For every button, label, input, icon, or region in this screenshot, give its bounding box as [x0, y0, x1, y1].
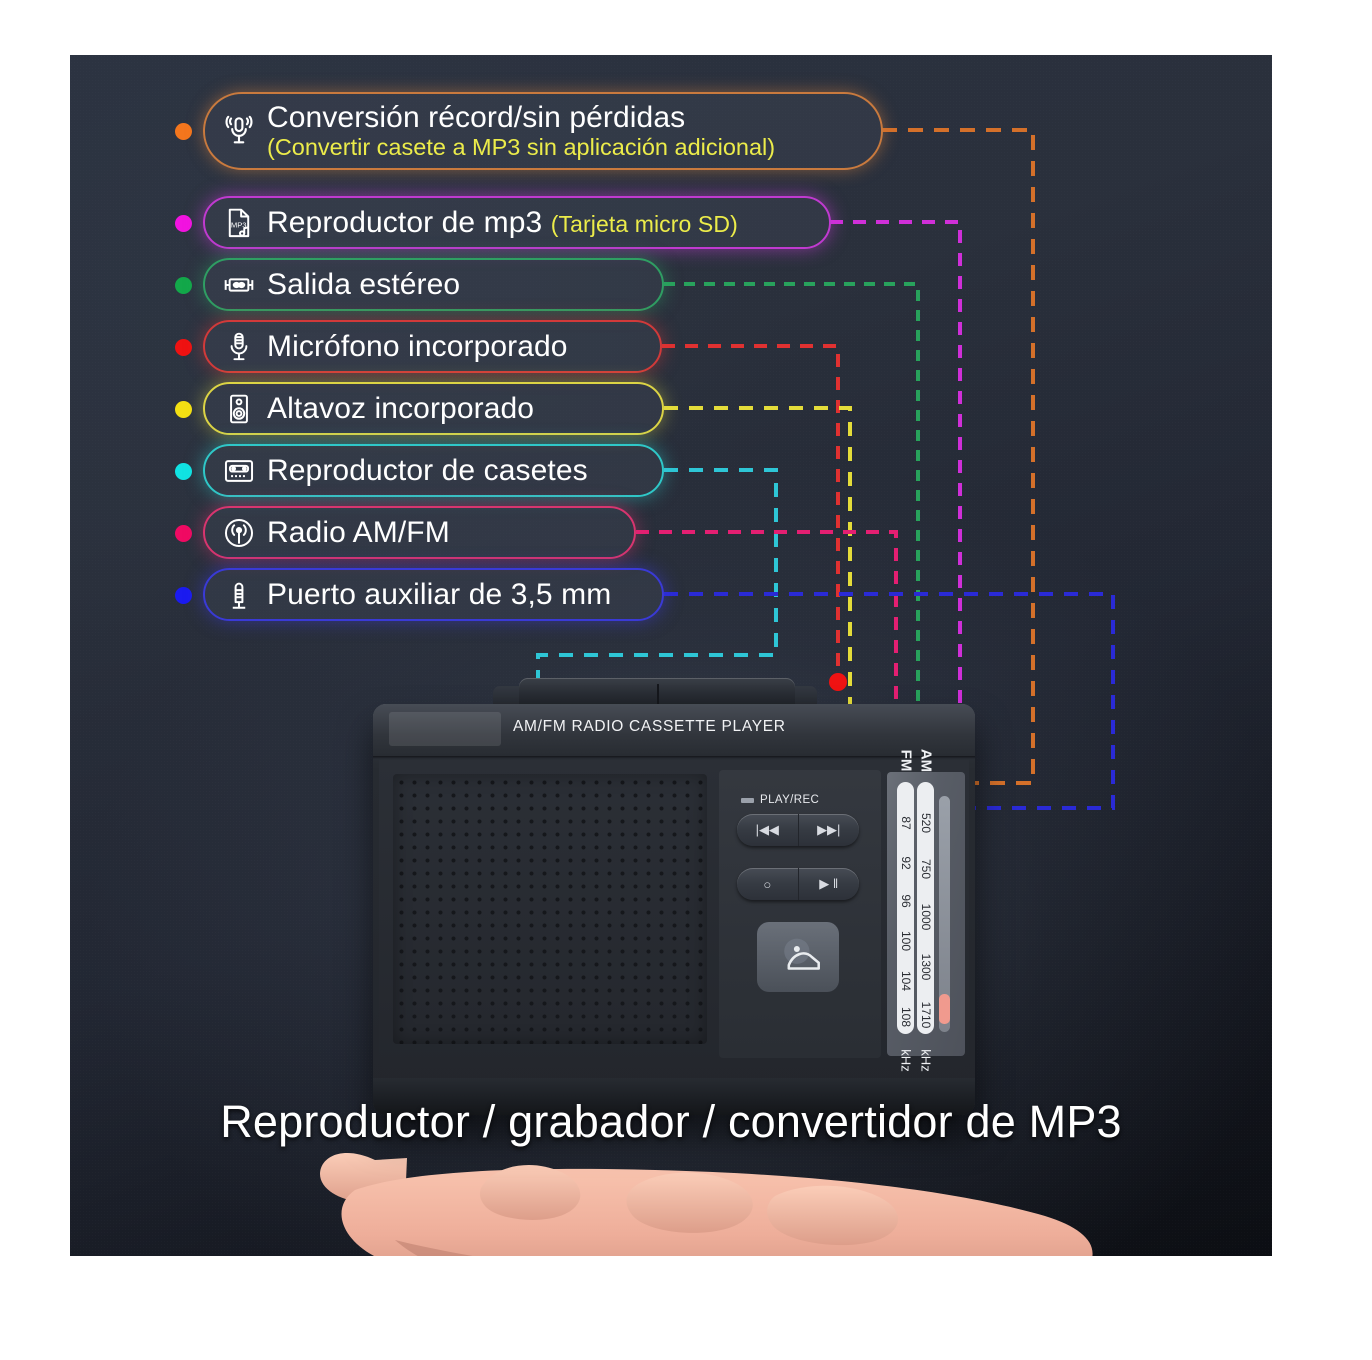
- fm-tick: 100: [898, 930, 913, 952]
- fm-scale: FM 87 92 96 100 104 108 kHz: [897, 750, 914, 1072]
- audio-plug-icon: [219, 575, 259, 615]
- feature-speaker[interactable]: Altavoz incorporado: [203, 382, 664, 435]
- skip-button-pair[interactable]: |◀◀ ▶▶|: [737, 814, 859, 846]
- fm-tick: 87: [898, 816, 913, 830]
- am-unit: kHz: [918, 1049, 933, 1072]
- speaker-icon: [219, 389, 259, 429]
- microphone-broadcast-icon: [219, 111, 259, 151]
- page-caption: Reproductor / grabador / convertidor de …: [220, 1096, 1122, 1147]
- cassette-player-device: AM/FM RADIO CASSETTE PLAYER PLAY/REC |◀◀…: [373, 678, 975, 1115]
- am-tick: 1300: [918, 953, 933, 981]
- am-tick: 750: [918, 858, 933, 880]
- am-tick: 1710: [918, 1001, 933, 1029]
- fm-unit: kHz: [898, 1049, 913, 1072]
- fm-tick: 96: [898, 894, 913, 908]
- am-tick: 1000: [918, 903, 933, 931]
- tuning-needle-track: [939, 796, 950, 1032]
- bullet-dot-conversion: [175, 123, 192, 140]
- am-label: AM: [917, 748, 934, 773]
- playrec-indicator: PLAY/REC: [741, 794, 819, 806]
- cassette-icon: [219, 451, 259, 491]
- playrec-label: PLAY/REC: [760, 794, 820, 806]
- bullet-dot-mp3-player: [175, 215, 192, 232]
- radio-waves-icon: [219, 513, 259, 553]
- tape-reel-eject-icon[interactable]: [757, 922, 839, 992]
- frequency-scales: FM 87 92 96 100 104 108 kHz AM 520: [897, 749, 934, 1072]
- microphone-icon: [219, 327, 259, 367]
- device-brand-bar: AM/FM RADIO CASSETTE PLAYER: [373, 704, 975, 756]
- speaker-grille: [393, 774, 707, 1044]
- fm-tick: 108: [898, 1006, 913, 1028]
- fm-tick: 92: [898, 856, 913, 870]
- hand-holding-device: [320, 1153, 1093, 1256]
- feature-inline-note: (Tarjeta micro SD): [550, 210, 738, 237]
- feature-aux-port[interactable]: Puerto auxiliar de 3,5 mm: [203, 568, 664, 621]
- am-tick: 520: [918, 812, 933, 834]
- feature-conversion[interactable]: Conversión récord/sin pérdidas (Converti…: [203, 92, 883, 170]
- device-front-face: PLAY/REC |◀◀ ▶▶| ○ ▶ ‖: [379, 749, 969, 1072]
- fm-tick: 104: [898, 970, 913, 992]
- bullet-dot-cassette: [175, 463, 192, 480]
- radio-tuning-dial[interactable]: FM 87 92 96 100 104 108 kHz AM 520: [887, 749, 965, 1072]
- mp3-file-icon: MP3: [219, 203, 259, 243]
- bullet-dot-microphone: [175, 339, 192, 356]
- svg-text:MP3: MP3: [231, 220, 247, 229]
- feature-title: Reproductor de casetes: [267, 453, 588, 487]
- feature-title: Micrófono incorporado: [267, 329, 568, 363]
- dark-background: Conversión récord/sin pérdidas (Converti…: [70, 55, 1272, 1256]
- brand-plate: [389, 712, 501, 746]
- play-pause-button[interactable]: ▶ ‖: [819, 876, 839, 891]
- device-model-text: AM/FM RADIO CASSETTE PLAYER: [513, 718, 786, 735]
- record-button[interactable]: ○: [737, 868, 799, 900]
- bullet-dot-speaker: [175, 401, 192, 418]
- am-scale: AM 520 750 1000 1300 1710 kHz: [917, 749, 934, 1072]
- bullet-dot-stereo-out: [175, 277, 192, 294]
- feature-title: Reproductor de mp3: [267, 205, 543, 239]
- next-track-button[interactable]: ▶▶|: [817, 822, 841, 837]
- feature-cassette[interactable]: Reproductor de casetes: [203, 444, 664, 497]
- feature-title: Puerto auxiliar de 3,5 mm: [267, 577, 612, 611]
- bullet-dot-radio: [175, 525, 192, 542]
- feature-stereo-out[interactable]: Salida estéreo: [203, 258, 664, 311]
- device-bottom-edge: [373, 1078, 975, 1115]
- feature-microphone[interactable]: Micrófono incorporado: [203, 320, 662, 373]
- previous-track-button[interactable]: |◀◀: [737, 814, 799, 846]
- feature-title: Salida estéreo: [267, 267, 461, 301]
- feature-radio[interactable]: Radio AM/FM: [203, 506, 636, 559]
- tuning-needle[interactable]: [939, 994, 950, 1024]
- feature-note: (Convertir casete a MP3 sin aplicación a…: [267, 134, 776, 161]
- feature-title: Radio AM/FM: [267, 515, 450, 549]
- playrec-led-icon: [741, 797, 754, 803]
- fm-label: FM: [897, 749, 914, 772]
- control-panel: PLAY/REC |◀◀ ▶▶| ○ ▶ ‖: [719, 770, 881, 1058]
- stereo-jack-icon: [219, 265, 259, 305]
- device-front-seam: [373, 756, 975, 759]
- feature-mp3-player[interactable]: MP3 Reproductor de mp3 (Tarjeta micro SD…: [203, 196, 831, 249]
- feature-title: Altavoz incorporado: [267, 391, 535, 425]
- record-play-button-pair[interactable]: ○ ▶ ‖: [737, 868, 859, 900]
- bullet-dot-aux-port: [175, 587, 192, 604]
- feature-title: Conversión récord/sin pérdidas: [267, 100, 686, 134]
